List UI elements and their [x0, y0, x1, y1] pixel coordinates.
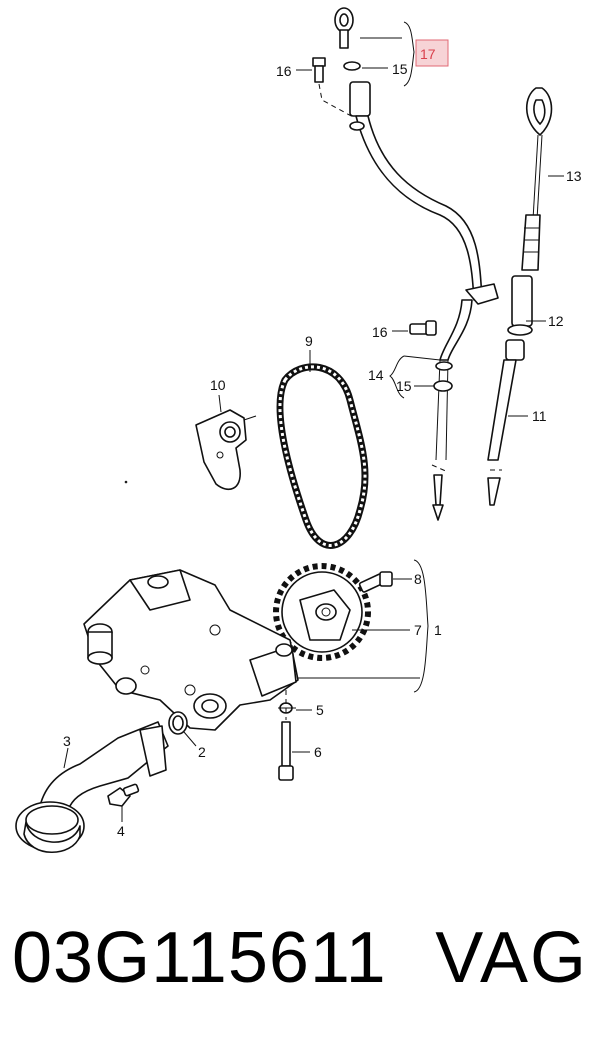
- callout-6[interactable]: 6: [314, 744, 322, 760]
- callout-12[interactable]: 12: [548, 313, 564, 329]
- callout-4[interactable]: 4: [117, 823, 125, 839]
- brand-name: VAG: [435, 918, 588, 998]
- speck: [124, 480, 128, 484]
- oil-dipstick: [487, 87, 553, 506]
- retaining-clip: [278, 702, 296, 714]
- callout-10[interactable]: 10: [210, 377, 226, 393]
- drive-chain: [276, 363, 369, 549]
- o-ring: [168, 711, 188, 735]
- bolt-8: [358, 571, 393, 593]
- oil-suction-pipe: [15, 721, 169, 854]
- chain-tensioner: [195, 409, 257, 491]
- chain-sprocket: [273, 563, 371, 661]
- bolt-16-lower: [409, 320, 437, 336]
- callout-2[interactable]: 2: [198, 744, 206, 760]
- callout-16-lower[interactable]: 16: [372, 324, 388, 340]
- dipstick-guide-tube: [334, 7, 499, 521]
- leader-lines: [63, 21, 564, 822]
- callout-14[interactable]: 14: [368, 367, 384, 383]
- highlight-box: [415, 39, 449, 67]
- bolt-6: [278, 690, 294, 781]
- callout-13[interactable]: 13: [566, 168, 582, 184]
- callout-17[interactable]: 17: [420, 46, 436, 62]
- bolt-16-upper: [312, 57, 365, 131]
- oil-pump-housing: [83, 569, 299, 731]
- bolt-4: [107, 783, 140, 807]
- callout-5[interactable]: 5: [316, 702, 324, 718]
- callout-7[interactable]: 7: [414, 622, 422, 638]
- callout-15-upper[interactable]: 15: [392, 61, 408, 77]
- callout-9[interactable]: 9: [305, 333, 313, 349]
- part-number: 03G115611: [12, 918, 387, 998]
- callout-3[interactable]: 3: [63, 733, 71, 749]
- exploded-parts-diagram: 17 15 16 13 12 16 14 15 11 9 10 8 7 1 5 …: [15, 7, 582, 854]
- callout-16-upper[interactable]: 16: [276, 63, 292, 79]
- callout-1[interactable]: 1: [434, 622, 442, 638]
- callout-11[interactable]: 11: [532, 408, 547, 424]
- callout-15-lower[interactable]: 15: [396, 378, 412, 394]
- callout-8[interactable]: 8: [414, 571, 422, 587]
